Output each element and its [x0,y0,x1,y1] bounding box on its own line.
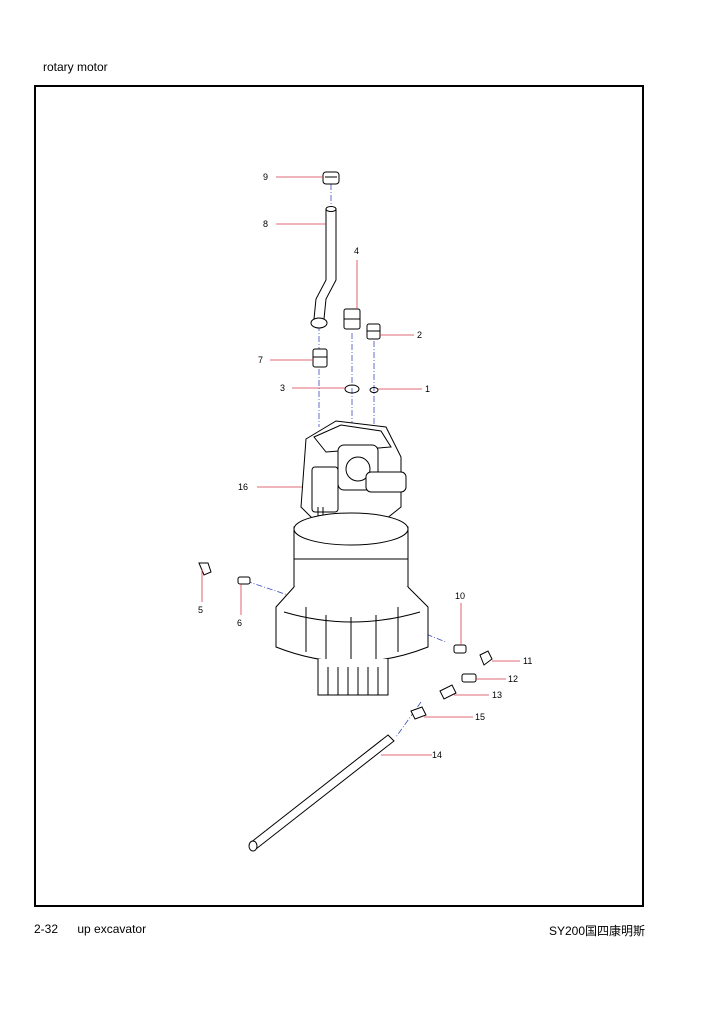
reduction-gearbox [275,512,429,696]
model-name: SY200国四康明斯 [548,924,645,938]
part-3-o-ring [344,384,360,394]
part-9-cap [322,171,340,185]
part-13-valve [439,684,457,700]
part-1-o-ring [369,387,379,393]
part-2-fitting [366,323,381,340]
part-10-fitting [453,644,467,654]
part-6-fitting [237,576,251,585]
part-16-motor [300,420,407,547]
part-15-clamp [410,706,427,720]
part-4-fitting [343,308,361,330]
diagram-frame: 9 8 4 2 7 3 1 16 5 6 10 11 12 13 14 15 [34,85,644,907]
callout-8: 8 [263,219,268,229]
footer-left: 2-32 up excavator [34,922,146,936]
page-number: 2-32 [34,922,59,936]
callout-4: 4 [354,246,359,256]
callout-3: 3 [280,383,285,393]
callout-9: 9 [263,172,268,182]
section-name: up excavator [77,922,147,936]
callout-7: 7 [258,355,263,365]
page-title: rotary motor [43,60,108,74]
callout-11: 11 [523,656,532,666]
part-5-elbow [198,562,212,576]
callout-5: 5 [198,605,203,615]
callout-1: 1 [425,384,430,394]
callout-2: 2 [417,330,422,340]
part-11-elbow [479,650,493,666]
part-14-rod [248,734,395,852]
callout-14: 14 [432,750,442,760]
part-7-fitting [312,348,328,368]
callout-13: 13 [492,690,502,700]
callout-16: 16 [238,482,248,492]
callout-6: 6 [237,618,242,628]
part-8-pipe [310,206,337,329]
leader-lines [201,176,520,756]
callout-15: 15 [475,712,485,722]
part-12-fitting [461,673,477,683]
callout-12: 12 [508,674,518,684]
callout-10: 10 [455,591,465,601]
exploded-parts-diagram: 9 8 4 2 7 3 1 16 5 6 10 11 12 13 14 15 [198,171,532,852]
